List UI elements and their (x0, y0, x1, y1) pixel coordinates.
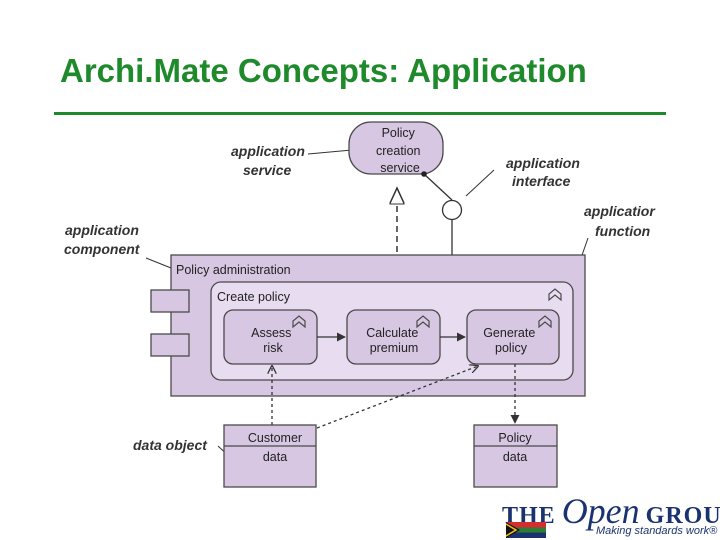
access-generate-customer-connector (316, 366, 478, 429)
component-label: Policy administration (176, 263, 291, 277)
component-tab-top-icon (150, 289, 190, 313)
function-icon (416, 315, 430, 329)
callout-application-interface: application interface (506, 155, 584, 189)
function-icon (548, 288, 562, 302)
svg-text:Assess risk: Assess risk (251, 326, 295, 355)
function-assess-risk[interactable]: Assess risk (223, 309, 318, 365)
function-calculate-premium[interactable]: Calculate premium (346, 309, 441, 365)
svg-text:Policy: Policy (498, 431, 532, 445)
callout-application-function: applicatior function (584, 203, 659, 239)
function-generate-policy[interactable]: Generate policy (466, 309, 560, 365)
application-service-node[interactable]: Policy creation service (348, 121, 444, 175)
the-open-group-logo: THEOpenGROUP Making standards work® (502, 491, 720, 538)
svg-text:Policy creation se: Policy creation service (376, 126, 424, 175)
function-label: Create policy (217, 290, 291, 304)
interface-assignment-connector (423, 173, 453, 201)
flag-icon (506, 522, 546, 538)
callout-application-service: application service (231, 143, 309, 178)
interface-callout-line (465, 169, 495, 197)
callout-application-component: application component (64, 222, 143, 257)
title-divider (54, 112, 666, 115)
assignment-dot-icon (421, 171, 427, 177)
svg-text:data: data (503, 450, 527, 464)
application-interface-node[interactable] (441, 199, 463, 221)
function-icon (292, 315, 306, 329)
svg-text:Customer: Customer (248, 431, 302, 445)
svg-text:Calculate premium: Calculate premium (366, 326, 422, 355)
slide-title: Archi.Mate Concepts: Application (60, 52, 587, 89)
function-icon (538, 315, 552, 329)
component-tab-bottom-icon (150, 333, 190, 357)
callout-data-object: data object (133, 437, 208, 453)
service-callout-line (307, 149, 353, 155)
svg-text:data: data (263, 450, 287, 464)
data-object-customer-data[interactable]: Customer data (223, 424, 317, 488)
svg-text:Generate policy: Generate policy (483, 326, 539, 355)
logo-tagline: Making standards work® (596, 525, 718, 537)
data-object-policy-data[interactable]: Policy data (473, 424, 558, 488)
